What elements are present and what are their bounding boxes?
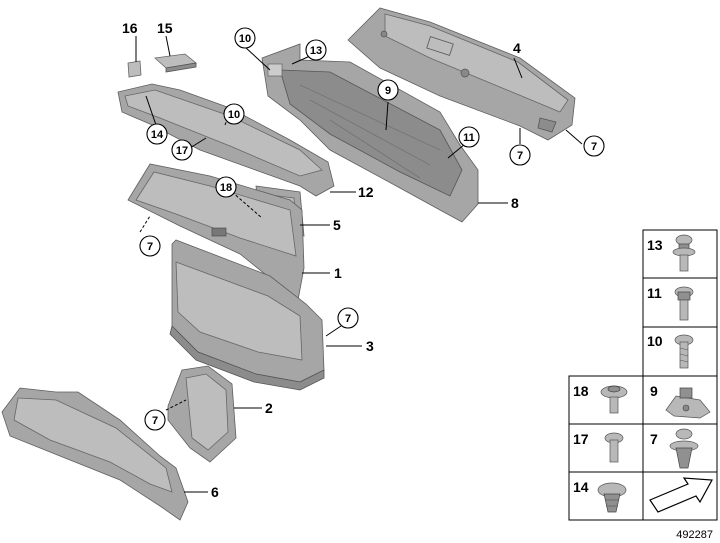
circled-callout-7-right-b: 7 [583,135,605,157]
part-17-side-trim [117,83,335,197]
fastener-label-9: 9 [650,383,658,399]
part-4-trim-panel [347,7,576,141]
svg-text:11: 11 [463,132,475,144]
svg-text:7: 7 [345,313,351,325]
callout-1: 1 [334,265,342,281]
circled-callout-11: 11 [458,126,480,148]
leader-lines [135,35,583,493]
circled-callout-7-left: 7 [139,235,161,257]
circled-callout-7-lower: 7 [144,409,166,431]
fastener-17-screw [604,432,624,463]
callout-4: 4 [513,40,521,56]
svg-text:13: 13 [310,45,322,57]
fastener-label-14: 14 [573,479,589,495]
fastener-14-push-clip [597,482,627,513]
fastener-label-13: 13 [647,237,663,253]
circled-callout-7-right-a: 7 [509,144,531,166]
fastener-label-18: 18 [573,383,589,399]
fastener-7-rivet [669,428,699,469]
fastener-18-nut [600,385,628,414]
svg-text:7: 7 [591,141,597,153]
callout-6: 6 [211,484,219,500]
callout-3: 3 [366,338,374,354]
part-2-corner-bracket [167,365,237,463]
circled-callout-13: 13 [305,39,327,61]
svg-text:9: 9 [385,85,391,97]
part-15-cover [154,53,197,73]
svg-text:7: 7 [147,241,153,253]
circled-callout-10-upper: 10 [234,27,256,49]
part-3-storage-box [169,239,325,391]
part-16-clip [127,60,142,78]
svg-text:17: 17 [176,145,188,157]
callout-5: 5 [333,217,341,233]
fastener-10-bolt [674,334,694,369]
part-6-sill-trim [1,387,189,521]
svg-text:18: 18 [220,182,232,194]
diagram-id: 492287 [676,529,713,541]
direction-arrow-icon [649,477,713,513]
fastener-label-7: 7 [650,431,658,447]
callout-2: 2 [265,400,273,416]
svg-text:10: 10 [228,109,240,121]
circled-callout-18: 18 [215,176,237,198]
fastener-9-clip-nut [665,387,711,419]
fastener-table: 13 11 10 18 9 17 7 14 [568,229,718,521]
callout-16: 16 [122,20,138,36]
fastener-11-screw [674,286,694,321]
callout-12: 12 [358,184,374,200]
fastener-13-screw [672,234,696,272]
svg-text:14: 14 [151,129,164,141]
fastener-label-11: 11 [647,285,662,301]
fastener-label-17: 17 [573,431,589,447]
circled-callout-7-box: 7 [337,307,359,329]
svg-text:7: 7 [152,415,158,427]
circled-callout-14: 14 [146,123,168,145]
circled-callout-9: 9 [377,79,399,101]
svg-text:7: 7 [517,150,523,162]
svg-text:10: 10 [239,33,251,45]
circled-callout-17: 17 [171,139,193,161]
circled-callout-10-middle: 10 [223,103,245,125]
part-1-side-panel [127,163,305,301]
callout-15: 15 [157,20,173,36]
fastener-label-10: 10 [647,333,663,349]
part-8-partition-mat [261,43,479,223]
callout-8: 8 [511,195,519,211]
